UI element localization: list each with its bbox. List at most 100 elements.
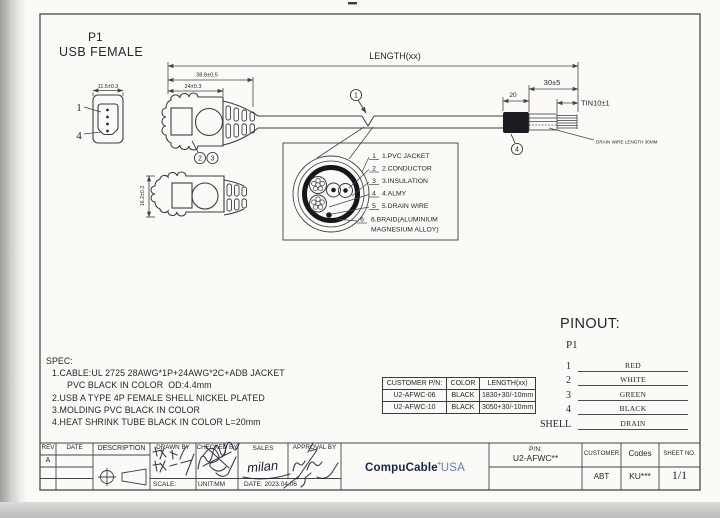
pinout-row: 1 RED bbox=[540, 357, 688, 372]
cs-num-2: 2 bbox=[372, 166, 376, 173]
pin-number: 2 bbox=[566, 375, 571, 386]
twisted-pair bbox=[309, 176, 327, 213]
logo-text-usa: USA bbox=[440, 461, 466, 474]
wire-color-label: DRAIN bbox=[620, 418, 646, 428]
color-cell: BLACK bbox=[446, 401, 480, 414]
wire-line: GREEN bbox=[578, 386, 688, 401]
pin-4-label: 4 bbox=[76, 130, 82, 142]
date-header: DATE bbox=[66, 444, 83, 451]
pin-number: SHELL bbox=[540, 418, 572, 430]
body-square-hole bbox=[170, 107, 193, 136]
side-view bbox=[146, 171, 247, 218]
pn-cell: U2-AFWC-06 bbox=[382, 389, 447, 402]
pin-number: 3 bbox=[566, 389, 571, 401]
pn-value: U2-AFWC** bbox=[512, 453, 559, 463]
checked-by-signature bbox=[197, 441, 240, 470]
wire-color-label: GREEN bbox=[619, 389, 647, 399]
color-cell: BLACK bbox=[446, 389, 480, 402]
pn-cell: U2-AFWC-10 bbox=[382, 401, 447, 414]
callout-1: 1 bbox=[354, 93, 358, 100]
spec-line-2: PVC BLACK IN COLOR OD:4.4mm bbox=[67, 380, 212, 391]
shrink-dim-text: 20 bbox=[509, 92, 517, 99]
wire-color-label: RED bbox=[625, 360, 641, 370]
rev-value: A bbox=[45, 457, 51, 464]
braid-ring bbox=[302, 165, 360, 223]
col-length: LENGTH(xx) bbox=[478, 377, 537, 390]
scan-edge-left bbox=[0, 0, 28, 518]
assembly-dimensions bbox=[167, 62, 595, 141]
sales-signature: milan bbox=[246, 457, 279, 476]
customer-header: CUSTOMER bbox=[583, 450, 620, 457]
body-dim-text: 24±0.3 bbox=[184, 84, 201, 90]
approval-signature bbox=[292, 442, 339, 480]
date-value: DATE: 2023.04.06 bbox=[244, 481, 297, 488]
pinout-row: 2 WHITE bbox=[540, 372, 688, 386]
wire-color-label: BLACK bbox=[619, 404, 647, 413]
sales-signature-flourish bbox=[242, 473, 291, 480]
part-table-header-row: CUSTOMER P/N: COLOR LENGTH(xx) bbox=[382, 377, 537, 390]
sheet-value: 1/1 bbox=[671, 468, 688, 482]
front-width-dimension bbox=[92, 88, 124, 96]
wire-line: WHITE bbox=[578, 372, 688, 386]
side-height-text: 16.2±0.3 bbox=[140, 186, 146, 206]
strain-relief-top bbox=[222, 100, 259, 117]
checked-by-header: CHECKED BY bbox=[196, 444, 238, 451]
drawn-by-header: DRAWN BY bbox=[156, 444, 190, 451]
length-dim-text: LENGTH(xx) bbox=[369, 51, 421, 61]
side-relief-ribs bbox=[226, 183, 247, 212]
cs-num-6: 6 bbox=[360, 217, 364, 224]
side-height-dimension bbox=[146, 175, 155, 218]
cs-label-1: 1.PVC JACKET bbox=[382, 153, 430, 160]
cs-label-3: 3.INSULATION bbox=[382, 178, 428, 185]
checked-by-signature-2 bbox=[202, 443, 237, 477]
cs-num-1: 1 bbox=[372, 153, 376, 160]
strain-relief-bottom bbox=[222, 127, 259, 146]
cs-num-3: 3 bbox=[372, 178, 376, 185]
logo-plus-icon: + bbox=[436, 459, 442, 469]
cs-label-5: 5.DRAIN WIRE bbox=[382, 203, 429, 210]
spec-heading: SPEC: bbox=[46, 356, 73, 366]
compucable-logo: CompuCable+USA bbox=[365, 459, 465, 474]
scale-label: SCALE: bbox=[153, 481, 177, 488]
drain-wire-dot bbox=[326, 212, 332, 218]
table-row: U2-AFWC-10 BLACK 3050+30/-10mm bbox=[382, 401, 537, 414]
side-overmold-body bbox=[150, 171, 225, 217]
projection-cone-icon bbox=[121, 468, 147, 486]
col-color: COLOR bbox=[446, 377, 480, 390]
callout-2: 2 bbox=[198, 156, 202, 163]
page-title: USB FEMALE bbox=[59, 45, 143, 59]
pin-number: 4 bbox=[566, 404, 571, 415]
pinout-rows: 1 RED 2 WHITE 3 GREEN 4 BLACK SHELL DRAI… bbox=[540, 357, 688, 430]
projection-symbols bbox=[98, 468, 147, 486]
connector-shell-outline bbox=[92, 94, 124, 144]
description-header: DESCRIPTION bbox=[97, 444, 146, 452]
wire-line: RED bbox=[578, 357, 688, 372]
codes-value: KU*** bbox=[629, 471, 651, 481]
cross-section-leaders bbox=[328, 156, 379, 224]
pinout-heading: PINOUT: bbox=[560, 316, 620, 332]
callout-3: 3 bbox=[211, 156, 215, 163]
drain-wire-note: DRAIN WIRE LENGTH 30MM bbox=[596, 140, 658, 145]
company-logo: CompuCable+USA bbox=[341, 443, 489, 490]
front-width-text: 11.5±0.3 bbox=[98, 84, 119, 90]
pin-1-label: 1 bbox=[76, 102, 82, 114]
cs-num-5: 5 bbox=[372, 203, 376, 210]
tin-dim-text: TIN10±1 bbox=[581, 99, 610, 108]
length-cell: 3050+30/-10mm bbox=[478, 401, 537, 414]
spec-line-4: 3.MOLDING PVC BLACK IN COLOR bbox=[52, 404, 200, 415]
scan-artifact bbox=[348, 2, 357, 5]
section-projection-lines bbox=[316, 126, 374, 160]
spec-line-5: 4.HEAT SHRINK TUBE BLACK IN COLOR L=20mm bbox=[52, 417, 261, 428]
pinout-connector-label: P1 bbox=[566, 339, 578, 351]
connector-pins bbox=[106, 108, 109, 133]
logo-text-main: CompuCable bbox=[364, 461, 438, 474]
codes-header: Codes bbox=[628, 449, 652, 458]
callout-4: 4 bbox=[515, 147, 519, 154]
side-circle-boss bbox=[191, 182, 219, 210]
wire-color-label: WHITE bbox=[620, 375, 646, 384]
cs-label-4: 4.ALMY bbox=[382, 191, 407, 198]
cable-assembly bbox=[161, 92, 578, 151]
pn-label: P/N: bbox=[529, 446, 542, 453]
overall-dim-text: 38.8±0.5 bbox=[196, 73, 218, 79]
